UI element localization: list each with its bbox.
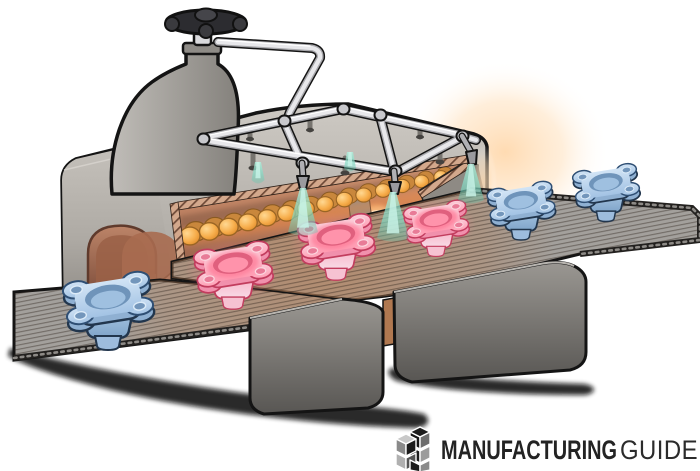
supply-pipe	[213, 37, 326, 125]
tank-body	[109, 50, 241, 196]
brand-logo: MANUFACTURING GUIDE	[395, 426, 698, 471]
spray-cone-core	[255, 162, 261, 179]
spray-cone-core	[297, 188, 309, 228]
machine-base	[248, 260, 588, 416]
spray-nozzles	[296, 132, 478, 195]
spray-cone-core	[386, 192, 400, 234]
belt-gap-copper	[382, 297, 395, 347]
base-block-left	[248, 297, 385, 416]
water-sprays	[251, 152, 484, 242]
brand-text-primary: MANUFACTURING	[441, 435, 617, 465]
isometric-cubes-logo	[395, 426, 431, 471]
spray-cone-core	[465, 164, 477, 197]
supply-tank	[109, 7, 248, 196]
brand-text-secondary: GUIDE	[620, 435, 698, 465]
spray-pipe-frame	[196, 37, 481, 195]
spray-cone-core	[347, 152, 353, 167]
valve-handwheel	[164, 7, 248, 39]
